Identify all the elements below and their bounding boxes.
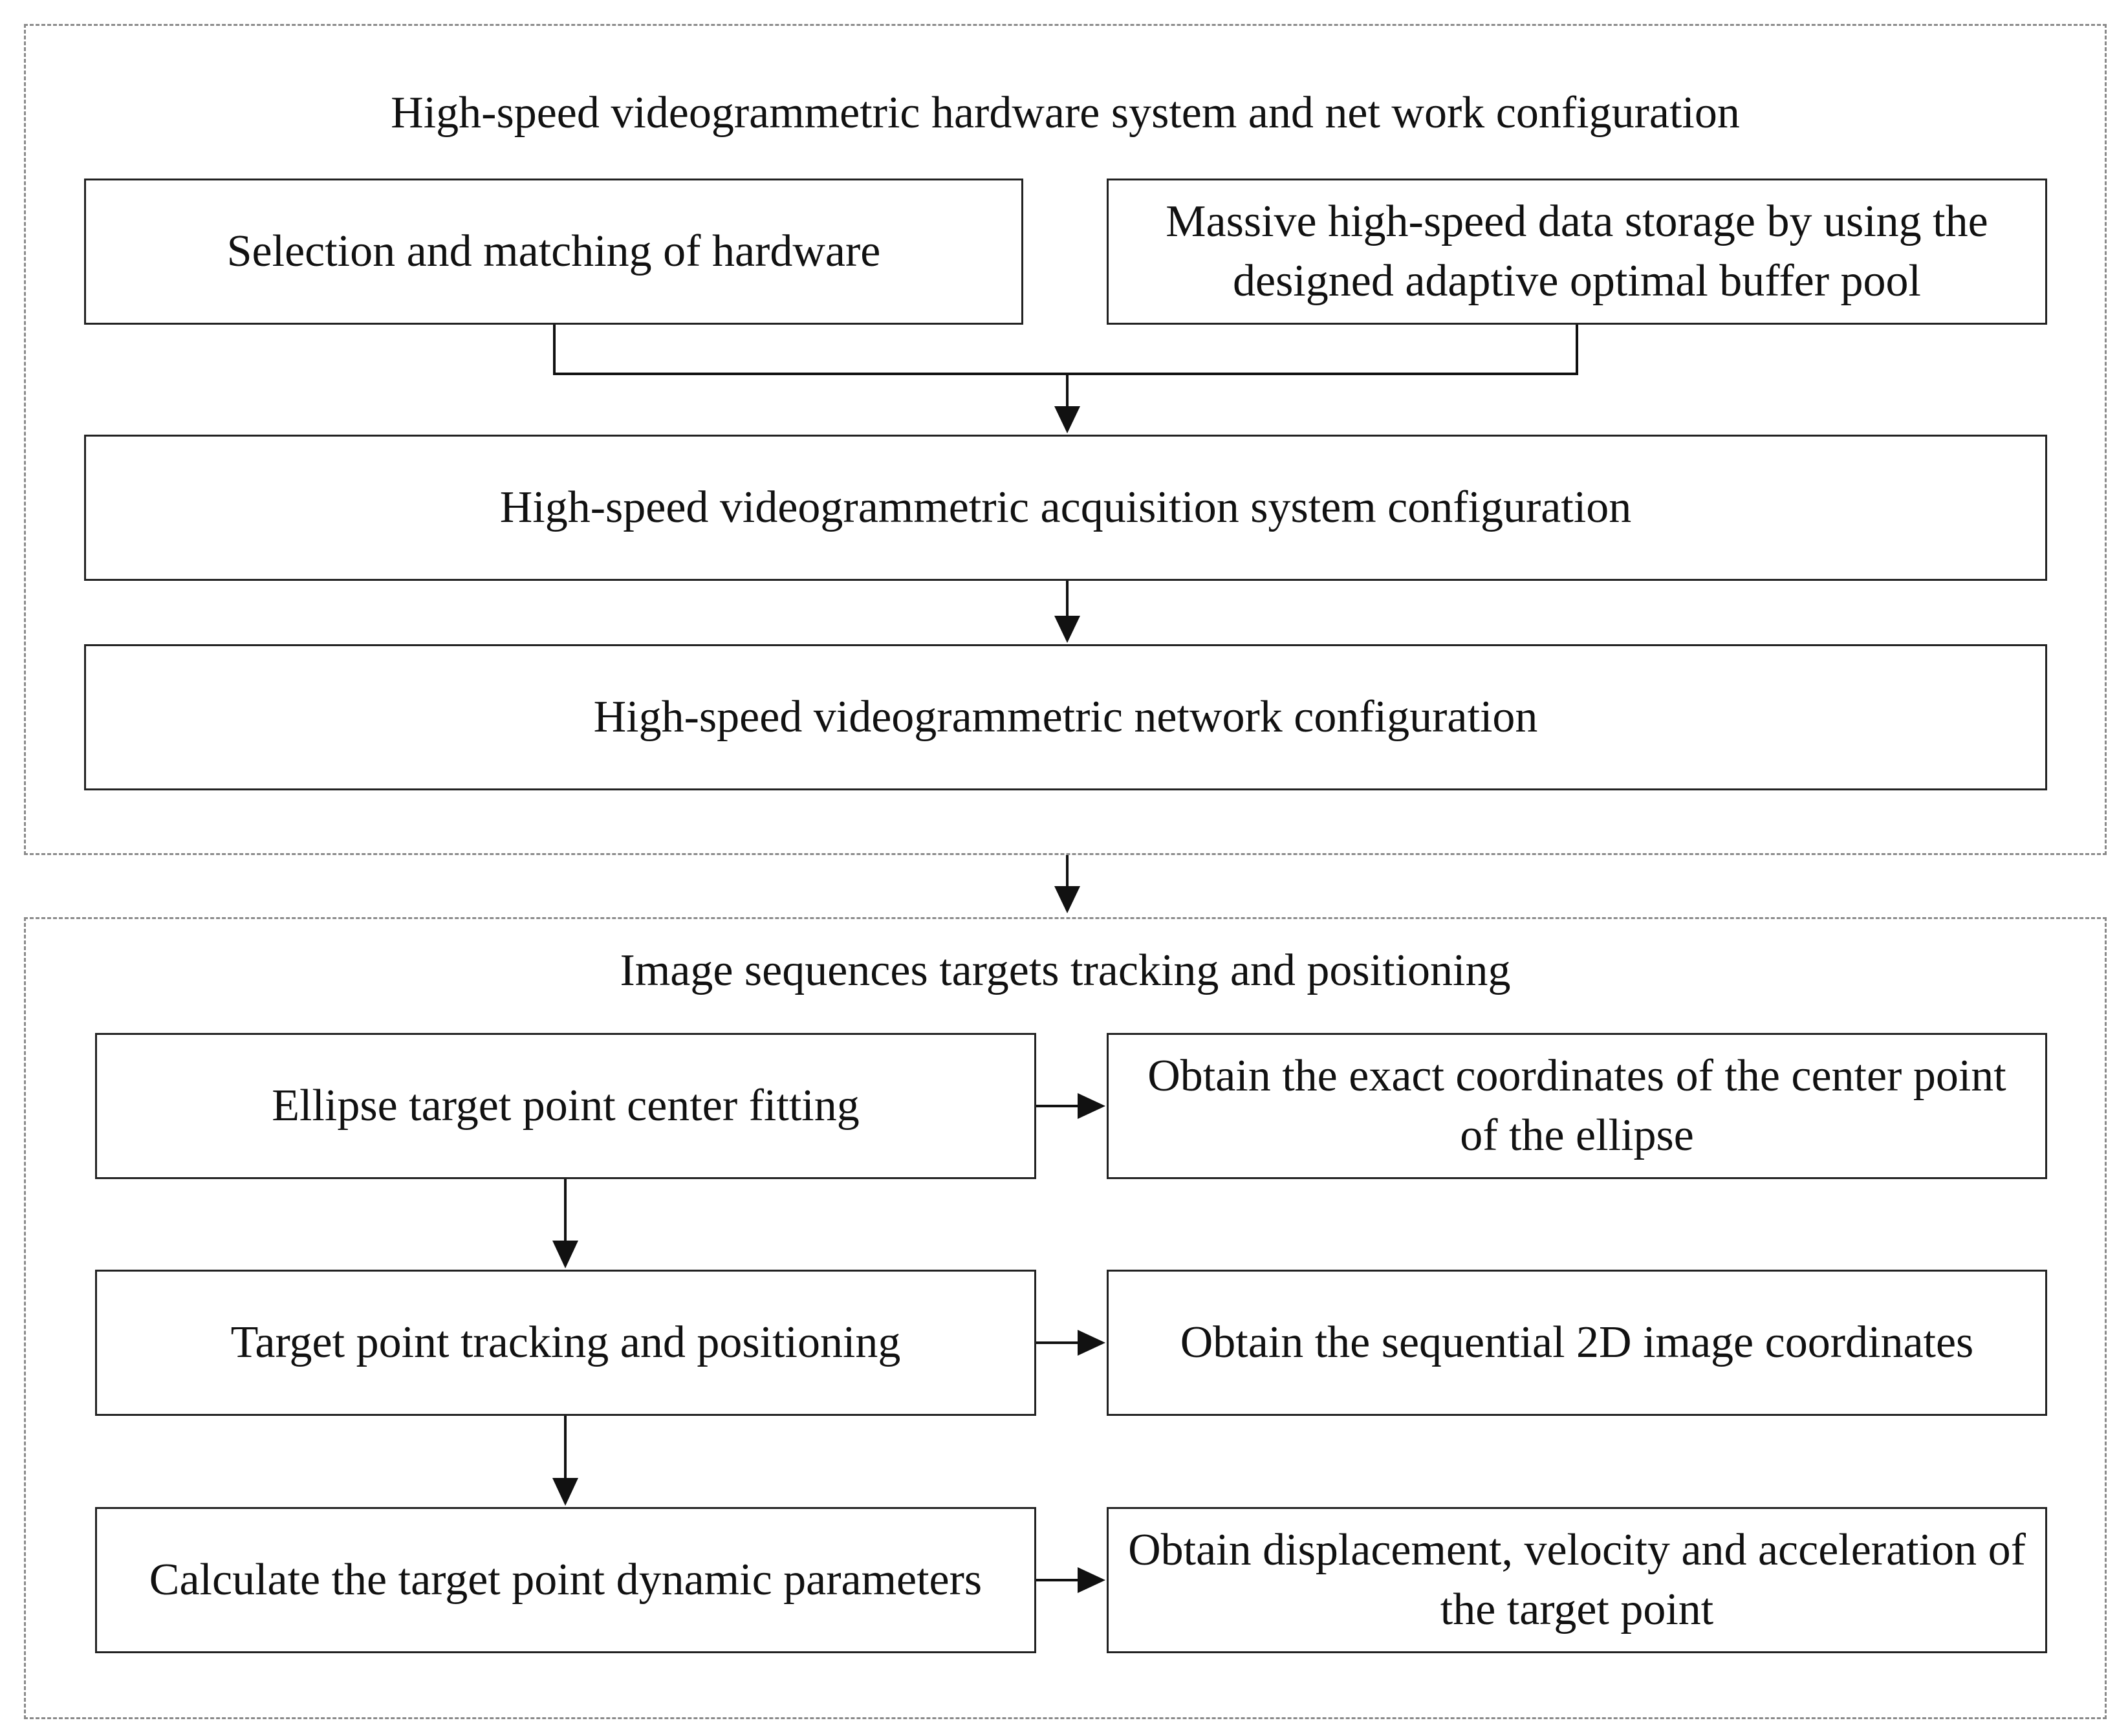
arrowhead-tracking-to-dynamic — [552, 1478, 578, 1506]
ellipse-result-box: Obtain the exact coordinates of the cent… — [1107, 1033, 2047, 1179]
arrowhead-ellipse-to-tracking — [552, 1241, 578, 1268]
network-config-box: High-speed videogrammetric network confi… — [84, 644, 2047, 790]
tracking-positioning-title: Image sequences targets tracking and pos… — [620, 946, 1511, 995]
acquisition-config-box: High-speed videogrammetric acquisition s… — [84, 435, 2047, 581]
tracking-box: Target point tracking and positioning — [95, 1270, 1036, 1416]
data-storage-box: Massive high-speed data storage by using… — [1107, 179, 2047, 325]
arrowhead-tracking-to-result — [1078, 1330, 1105, 1356]
tracking-positioning-group: Image sequences targets tracking and pos… — [24, 917, 2107, 1719]
arrowhead-dynamic-to-result — [1078, 1567, 1105, 1593]
dynamic-params-box: Calculate the target point dynamic param… — [95, 1507, 1036, 1653]
arrowhead-ellipse-to-result — [1078, 1093, 1105, 1119]
hardware-config-title: High-speed videogrammetric hardware syst… — [391, 88, 1740, 138]
arrowhead-merge-to-acquisition — [1054, 406, 1080, 433]
tracking-result-box: Obtain the sequential 2D image coordinat… — [1107, 1270, 2047, 1416]
selection-hardware-box: Selection and matching of hardware — [84, 179, 1023, 325]
merge-connector — [553, 325, 1578, 375]
arrowhead-acquisition-to-network — [1054, 616, 1080, 643]
hardware-config-group: High-speed videogrammetric hardware syst… — [24, 24, 2107, 855]
dynamic-result-box: Obtain displacement, velocity and accele… — [1107, 1507, 2047, 1653]
arrowhead-section1-to-section2 — [1054, 886, 1080, 913]
ellipse-fitting-box: Ellipse target point center fitting — [95, 1033, 1036, 1179]
